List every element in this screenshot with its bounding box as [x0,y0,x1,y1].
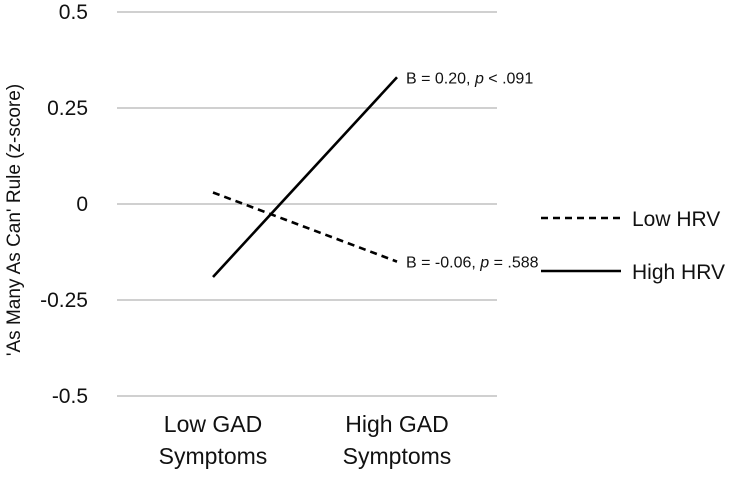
series-annotation: B = 0.20, p < .091 [406,70,533,87]
y-tick-label: 0.25 [47,97,88,120]
legend: Low HRV High HRV [541,208,725,284]
y-tick-label: -0.5 [52,385,88,408]
series-lines [212,76,398,278]
gridlines [117,11,497,397]
x-category-label-line: Symptoms [159,443,268,469]
y-axis-ticks: 0.5 0.25 0 -0.25 -0.5 [40,1,88,408]
y-tick-label: -0.25 [40,289,88,312]
legend-label: Low HRV [632,208,720,231]
legend-label: High HRV [632,261,725,284]
series-annotations: B = -0.06, p = .588 B = 0.20, p < .091 [406,70,539,271]
x-category-label-line: Low GAD [164,411,262,437]
x-category-label: High GAD Symptoms [343,411,452,469]
annotation-p-symbol: p [479,255,489,272]
y-tick-label: 0.5 [59,1,88,24]
y-axis-title: 'As Many As Can' Rule (z-score) [4,84,25,356]
annotation-p-symbol: p [474,70,484,87]
annotation-coef: B = -0.06, [406,255,480,272]
x-axis-categories: Low GAD Symptoms High GAD Symptoms [159,411,452,469]
y-tick-label: 0 [76,193,88,216]
x-category-label-line: High GAD [345,411,449,437]
series-annotation: B = -0.06, p = .588 [406,255,539,272]
x-category-label: Low GAD Symptoms [159,411,268,469]
annotation-p-value: = .588 [489,255,538,272]
annotation-coef: B = 0.20, [406,70,475,87]
series-line-high-hrv [212,76,398,278]
x-category-label-line: Symptoms [343,443,452,469]
series-line-low-hrv [212,191,398,263]
annotation-p-value: < .091 [484,70,533,87]
